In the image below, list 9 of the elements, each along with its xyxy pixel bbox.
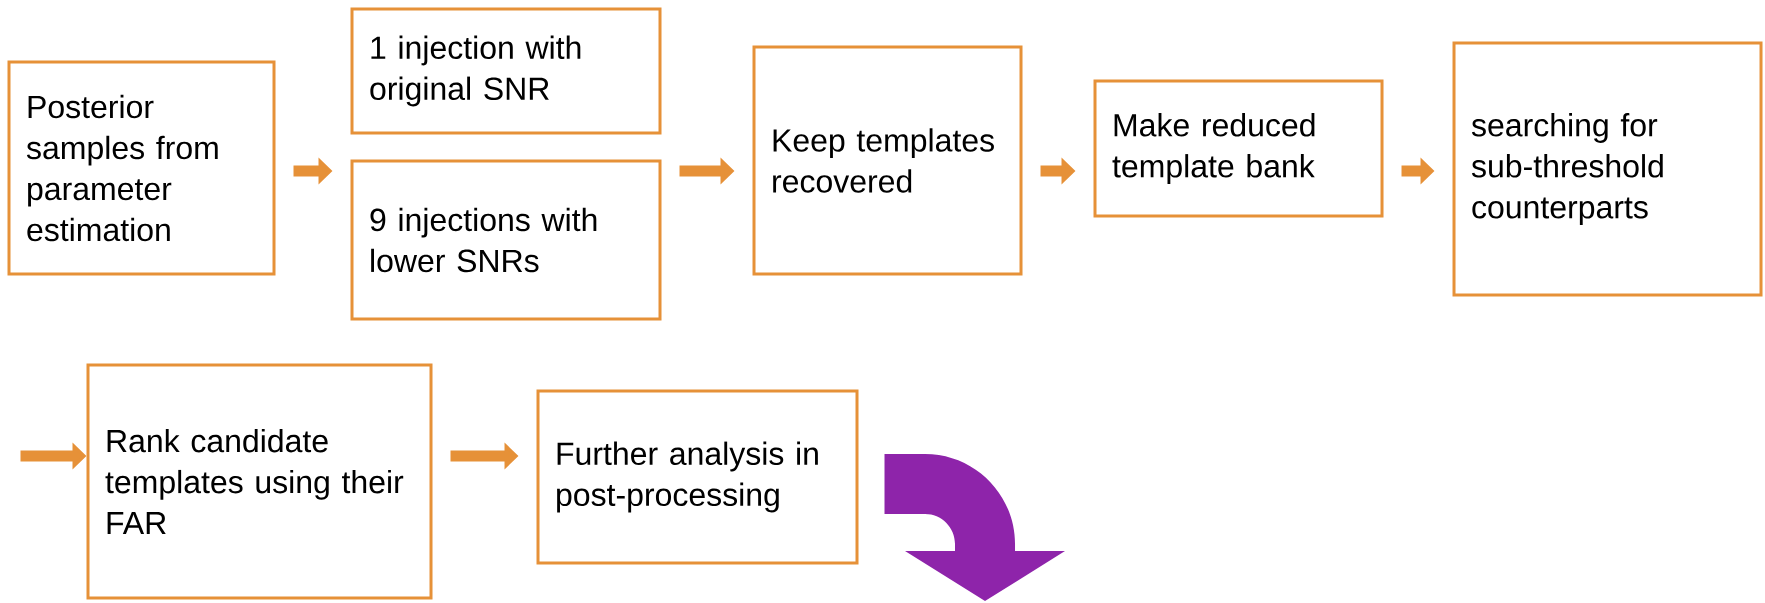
process-box: 9 injections with lower SNRs [350,159,662,321]
process-box: 1 injection with original SNR [350,7,662,135]
process-box: Rank candidate templates using their FAR [86,363,433,600]
process-box: searching for sub-threshold counterparts [1452,41,1763,297]
process-box: Keep templates recovered [752,45,1023,276]
process-box: Further analysis in post-processing [536,389,859,565]
curved-arrow [884,454,1065,601]
process-box: Make reduced template bank [1093,79,1384,218]
process-box: Posterior samples from parameter estimation [7,60,276,276]
